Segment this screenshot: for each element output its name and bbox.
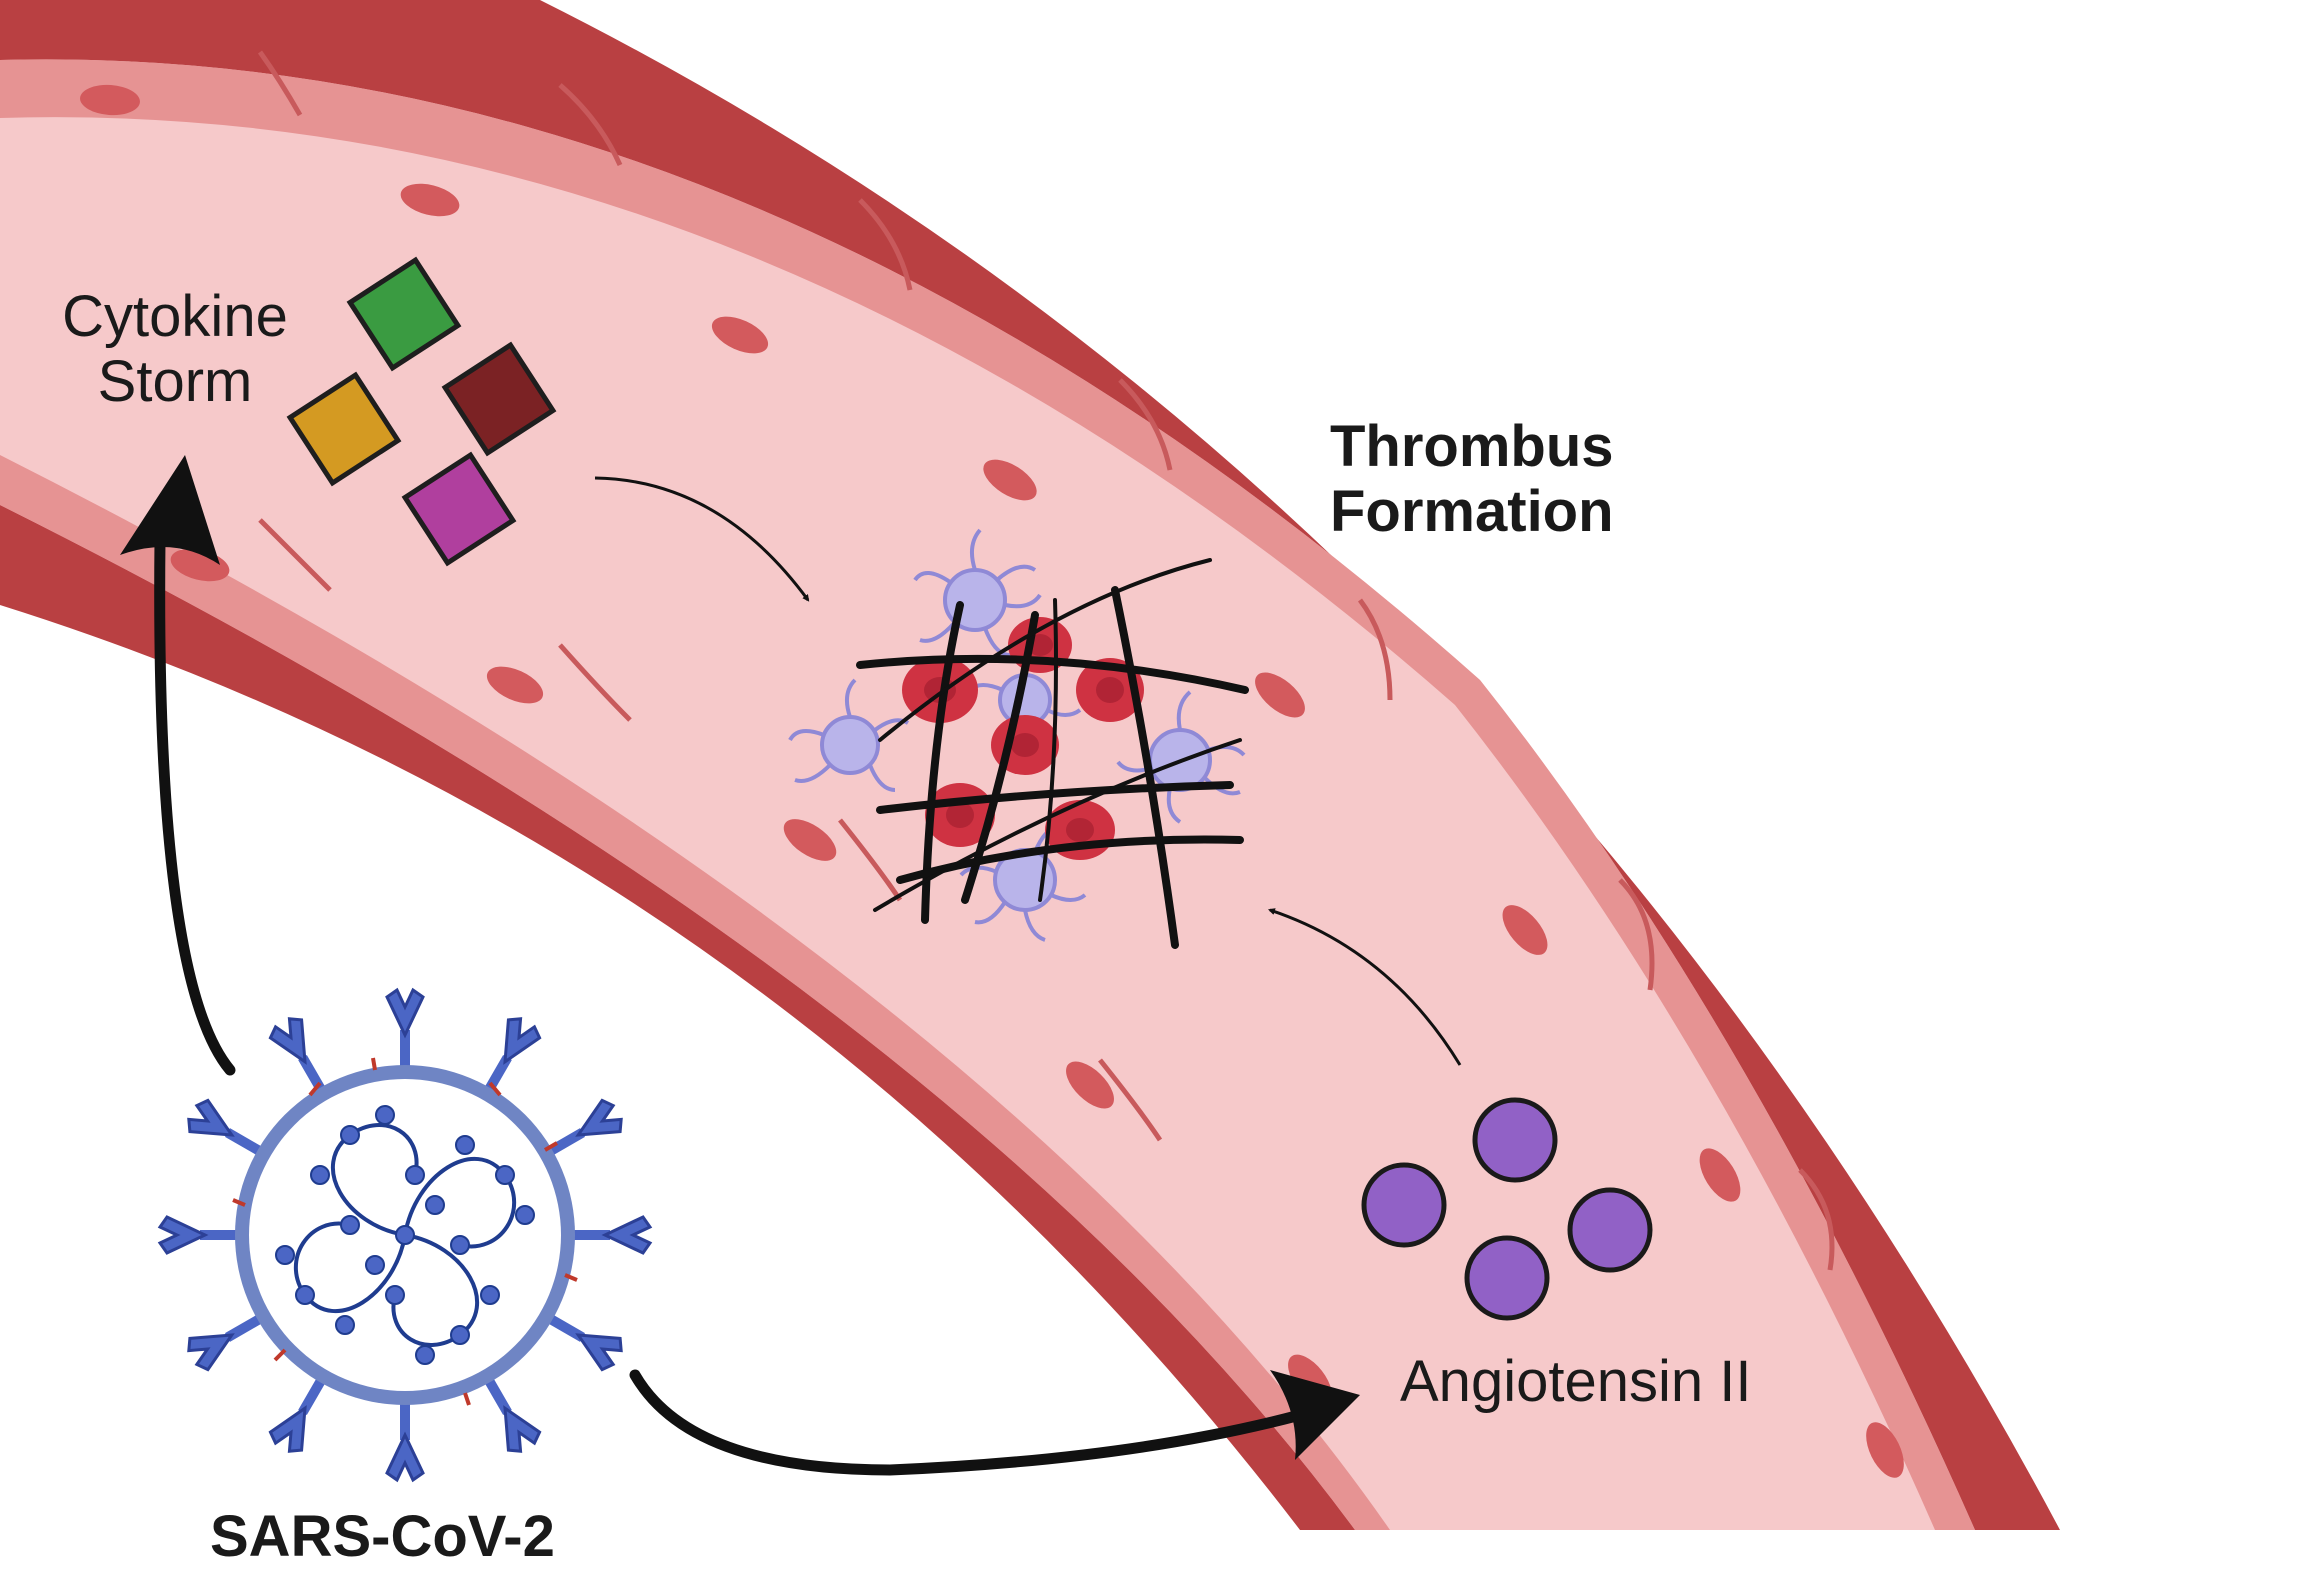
thrombus-formation-label: Thrombus Formation [1330,414,1614,545]
cytokine-storm-label: Cytokine Storm [30,284,320,415]
cytokine-gold [286,371,402,487]
angiotensin-molecule [1567,1187,1653,1273]
sars-cov-2-virus-icon [157,987,653,1483]
angiotensin-molecule-icon [1361,1097,1653,1321]
angiotensin-to-thrombus-arrow [1268,908,1462,1066]
virus-to-angiotensin-arrow [629,1369,1360,1476]
endothelium-bottom [0,455,1390,1530]
endothelial-cell-borders [257,50,1835,1271]
fibrin-mesh [856,558,1249,949]
cytokine-to-thrombus-arrow [594,476,810,602]
angiotensin-molecule [1361,1162,1447,1248]
sars-cov-2-label: SARS-CoV-2 [210,1504,555,1569]
cytokine-green [346,256,462,372]
cytokine-particle-icon [286,256,557,567]
angiotensin-molecule [1472,1097,1558,1183]
cytokine-storm-label-line2: Storm [97,348,253,414]
angiotensin-label: Angiotensin II [1400,1349,1752,1414]
endothelium-top [0,59,1975,1531]
angiotensin-molecule [1464,1235,1550,1321]
cytokine-magenta [401,451,517,567]
virus-to-cytokine-arrow [120,455,236,1076]
thrombus-formation-label-line1: Thrombus [1330,414,1614,479]
thrombus-formation-label-line2: Formation [1330,478,1614,544]
cytokine-storm-label-line1: Cytokine [62,284,288,349]
fibrin-clot-icon [788,528,1249,949]
cytokine-maroon [441,341,557,457]
